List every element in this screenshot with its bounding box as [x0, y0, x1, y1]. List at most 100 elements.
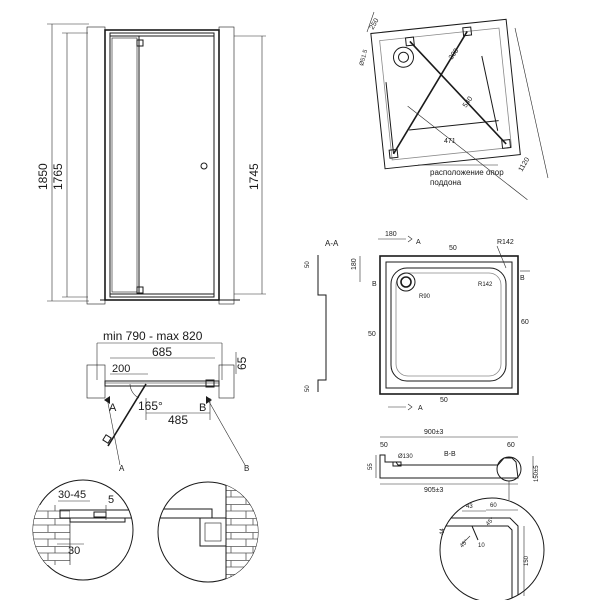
tray-detail-dim-44: 44 — [440, 528, 446, 535]
door-width-label: 685 — [152, 345, 172, 359]
tray-plan-outer — [379, 255, 519, 395]
tray-corner-radius: R142 — [478, 282, 493, 288]
detail-a-gap-label: 5 — [108, 494, 114, 506]
door-frame — [104, 29, 220, 301]
tray-plan-drain-icon — [400, 276, 412, 288]
plan-handle — [205, 379, 215, 388]
detail-a-circle: 30-45 5 30 — [32, 479, 134, 581]
tray-detail-circle: 43 60 44 10 45° 45° 150 — [439, 497, 545, 600]
profile-dim-50-top: 50 — [305, 261, 311, 268]
section-bb-width-top: 900±3 — [424, 429, 444, 436]
detail-b-frame — [199, 517, 227, 547]
tray-plan-view: 180 A 50 R142 R90 R142 180 B 50 60 B 50 … — [351, 231, 530, 412]
support-caption-line-2: поддона — [430, 178, 462, 187]
section-bb-dim-50: 50 — [380, 442, 388, 449]
support-dim-471: 471 — [444, 138, 456, 145]
fixed-panel — [109, 35, 140, 295]
tray-detail-dim-60: 60 — [490, 503, 497, 509]
tray-mark-b-left: B — [372, 281, 377, 288]
right-height-label: 1745 — [247, 163, 261, 190]
detail-a-glass — [69, 517, 126, 523]
tray-dim-60-right: 60 — [521, 319, 529, 326]
detail-a-wall — [33, 505, 70, 565]
tray-drain-radius: R90 — [419, 294, 431, 300]
detail-b-circle — [157, 481, 259, 583]
left-wall-brick — [86, 26, 106, 305]
tray-radius-label: R142 — [497, 239, 514, 246]
plan-right-wall — [218, 364, 235, 399]
support-caption-line-1: расположение опор — [430, 168, 504, 177]
right-wall-brick — [218, 26, 235, 305]
section-bb-width-bottom: 905±3 — [424, 487, 444, 494]
fixed-panel-glass — [111, 37, 138, 293]
section-bb-height-right: 150±5 — [534, 465, 540, 482]
support-leg-2 — [392, 31, 468, 155]
top-hinge-icon — [136, 39, 144, 47]
tray-detail-dim-150: 150 — [524, 555, 530, 566]
swung-door-panel — [107, 383, 147, 447]
tray-dim-180-top: 180 — [385, 231, 397, 238]
section-bb-outline — [379, 454, 519, 479]
door-knob-icon — [200, 162, 208, 170]
tray-drain-icon — [398, 51, 410, 63]
section-aa-label: A-A — [325, 239, 339, 248]
hinge-offset-label: 200 — [112, 363, 130, 375]
tray-detail-angle-b: 45° — [459, 538, 470, 549]
support-dim-300: 300 — [448, 47, 460, 61]
support-dim-250: 250 — [369, 17, 381, 31]
tray-plan-basin — [390, 267, 507, 382]
tray-dim-50-bottom: 50 — [440, 397, 448, 404]
support-diagonal-label: 1120 — [518, 156, 532, 173]
swing-angle-label: 165° — [138, 399, 163, 413]
tray-support-view: 250 Ø51.5 300 540 471 1120 расположение … — [359, 11, 549, 200]
detail-b-frame-inner — [204, 522, 222, 542]
tray-plan-drain-outer — [396, 272, 416, 292]
door-threshold — [104, 380, 220, 387]
tray-detail-dim-43: 43 — [466, 504, 473, 510]
profile-dim-50-bottom: 50 — [305, 385, 311, 392]
tray-detail-profile — [440, 517, 519, 600]
tray-inner-outline — [379, 27, 512, 161]
width-range-label: min 790 - max 820 — [103, 329, 203, 343]
section-a-marker: A — [109, 402, 117, 414]
tray-section-bb: 900±3 50 60 B-B Ø130 55 150±5 905±3 — [368, 429, 540, 500]
tray-outline — [370, 18, 521, 170]
support-foot-3 — [462, 26, 473, 37]
swing-door-panel — [138, 35, 215, 295]
door-plan-view: min 790 - max 820 685 65 200 165° A B 48… — [86, 329, 249, 473]
tray-detail-angle-a: 45° — [485, 516, 496, 527]
detail-b-glass — [159, 508, 213, 519]
wall-depth-label: 65 — [235, 356, 249, 370]
plan-left-wall — [86, 364, 106, 399]
swung-handle-icon — [102, 434, 112, 444]
bottom-hinge-icon — [136, 286, 144, 294]
section-b-marker: B — [199, 402, 206, 414]
tray-plan-basin-floor — [395, 272, 502, 377]
tray-drain-outer — [393, 46, 415, 68]
inner-height-label: 1765 — [51, 163, 65, 190]
detail-b-callout: B — [244, 464, 249, 473]
door-front-elevation: 1850 1765 1745 — [36, 23, 266, 305]
section-bb-label: B-B — [444, 451, 456, 458]
tray-dim-50-left: 50 — [368, 331, 376, 338]
tray-dim-50-top: 50 — [449, 245, 457, 252]
support-crossbar — [409, 120, 499, 131]
panel-width-label: 485 — [168, 413, 188, 427]
detail-a-callout: A — [119, 464, 125, 473]
tray-plan-rim — [385, 261, 513, 389]
section-bb-detail-circle — [496, 456, 522, 482]
support-foot-4 — [404, 36, 415, 47]
support-leg-1 — [409, 40, 507, 145]
tray-mark-b-right: B — [520, 275, 525, 282]
section-bb-dim-60: 60 — [507, 442, 515, 449]
support-foot-1 — [388, 148, 399, 159]
diagonal-dim-line — [407, 105, 528, 200]
section-bb-height-left: 55 — [368, 463, 374, 470]
section-bb-drain-icon — [392, 461, 402, 467]
tray-mark-a-bottom: A — [418, 405, 423, 412]
tray-detail-dim-10: 10 — [478, 543, 485, 549]
detail-b-wall — [226, 482, 258, 582]
support-foot-2 — [501, 139, 512, 149]
